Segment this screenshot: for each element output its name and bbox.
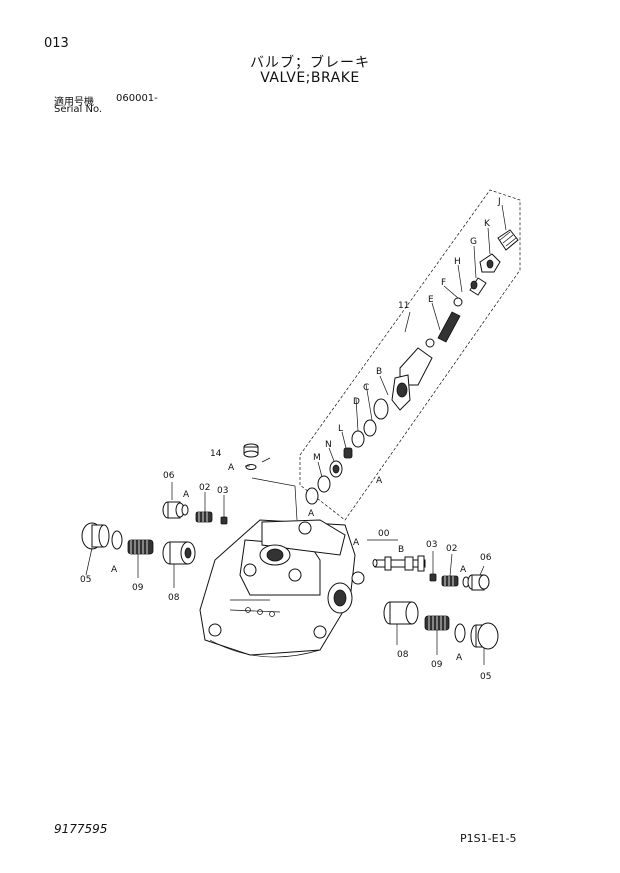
callout-d: D (353, 397, 360, 407)
nut-k-icon (479, 253, 501, 273)
callout-02-right: 02 (446, 544, 457, 554)
shim-icon (220, 516, 228, 525)
callout-09-right: 09 (431, 660, 443, 670)
left-plug-06-icon (162, 501, 189, 519)
o-ring-icon (453, 297, 463, 307)
callout-08-right: 08 (397, 650, 409, 660)
right-plug-05-icon (470, 622, 499, 650)
leader-lines (85, 204, 507, 665)
callout-f: F (441, 278, 446, 288)
page-number: 013 (44, 36, 69, 51)
cap-j-icon (497, 229, 519, 251)
callout-a: A (183, 490, 190, 500)
page-title-english: VALVE;BRAKE (260, 70, 360, 86)
spring-icon (424, 615, 450, 631)
o-ring-icon (351, 430, 365, 448)
callout-08-left: 08 (168, 593, 180, 603)
callout-06-left: 06 (163, 471, 175, 481)
callout-m: M (313, 453, 321, 463)
o-ring-icon (111, 530, 123, 550)
left-plug-08-icon (162, 541, 196, 565)
callout-a: A (460, 565, 467, 575)
brake-valve-housing-icon (199, 519, 365, 658)
right-plug-08-icon (383, 601, 419, 625)
spring-icon (127, 539, 154, 555)
callout-a: A (456, 653, 463, 663)
plug-g-icon (469, 277, 487, 296)
callout-a: A (111, 565, 118, 575)
subassembly-11-boundary (299, 189, 521, 521)
callout-11: 11 (398, 301, 409, 311)
callout-b: B (398, 545, 404, 555)
callout-09-left: 09 (132, 583, 144, 593)
callout-b: B (376, 367, 382, 377)
plug-n-icon (329, 460, 343, 478)
serial-range-value: 060001- (116, 93, 158, 104)
spring-icon (195, 511, 213, 523)
o-ring-icon (305, 487, 319, 505)
callout-j: J (497, 197, 501, 207)
spring-icon (441, 575, 459, 587)
sheet-code: P1S1-E1-5 (460, 832, 517, 845)
callout-00: 00 (378, 529, 390, 539)
callout-05-left: 05 (80, 575, 91, 585)
o-ring-icon (425, 338, 435, 348)
left-plug-05-icon (81, 522, 110, 550)
callout-e: E (428, 295, 434, 305)
o-ring-icon (373, 398, 389, 420)
spool-icon (372, 555, 426, 572)
callout-l: L (338, 424, 343, 434)
callout-k: K (484, 219, 491, 229)
o-ring-icon (363, 419, 377, 437)
callout-c: C (363, 383, 369, 393)
callout-a: A (353, 538, 360, 548)
callout-g: G (470, 237, 477, 247)
callout-03-right: 03 (426, 540, 437, 550)
valve-cartridge-icon (391, 347, 433, 411)
callout-a: A (376, 476, 383, 486)
serial-label-japanese: 適用号機 (54, 97, 94, 108)
o-ring-icon (454, 623, 466, 643)
callout-14: 14 (210, 449, 222, 459)
callout-a: A (228, 463, 235, 473)
o-ring-icon (317, 475, 331, 493)
callout-a: A (308, 509, 315, 519)
callout-03-left: 03 (217, 486, 228, 496)
callout-labels: 11 14 A 06 A 02 03 05 A 09 08 00 A B 03 … (80, 197, 501, 682)
plug-14-icon (243, 443, 259, 470)
page-title-japanese: バルブ；ブレーキ (250, 55, 370, 71)
drawing-number: 9177595 (54, 822, 108, 836)
right-plug-06-icon (462, 574, 490, 591)
callout-06-right: 06 (480, 553, 492, 563)
spring-e-icon (437, 311, 461, 343)
serial-label-english: Serial No. (54, 104, 103, 115)
plug-l-icon (343, 447, 353, 459)
callout-h: H (454, 257, 461, 267)
shim-icon (429, 573, 437, 582)
callout-n: N (325, 440, 332, 450)
callout-02-left: 02 (199, 483, 210, 493)
callout-05-right: 05 (480, 672, 491, 682)
